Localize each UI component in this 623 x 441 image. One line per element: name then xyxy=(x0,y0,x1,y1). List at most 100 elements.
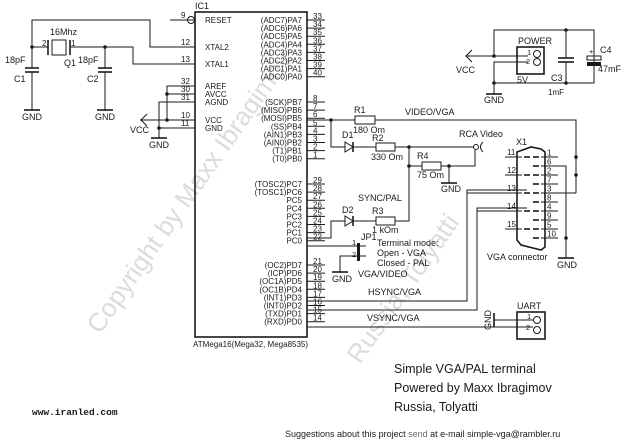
r3-value: 1 kOm xyxy=(372,225,399,235)
crystal-ref: Q1 xyxy=(64,58,76,68)
ic1-pin-name: (MOSI)PB5 xyxy=(261,114,302,123)
net-vga-video: VGA/VIDEO xyxy=(358,269,408,279)
jp1-note-closed: Closed - PAL xyxy=(377,258,429,268)
suggestions-suffix: at e-mail simple-vga@rambler.ru xyxy=(428,429,561,439)
jp1-note-title: Terminal mode: xyxy=(377,238,439,248)
ic1-body xyxy=(194,11,308,338)
resistor-r3 xyxy=(375,216,396,226)
diode-d1 xyxy=(344,141,354,153)
jumper-jp1[interactable]: GND JP1 1 2 Terminal mode: Open - VGA Cl… xyxy=(307,232,439,284)
ic1-pin-number: 25 xyxy=(313,208,322,217)
vga-pin-number: 9 xyxy=(547,212,552,221)
ic1-pin-name: (ADC7)PA7 xyxy=(261,16,303,25)
ic1-pin-name: (ADC4)PA4 xyxy=(261,40,303,49)
ic1-pin-number: 29 xyxy=(313,176,322,185)
ic1-pin-number: 33 xyxy=(313,12,322,21)
net-vsync: VSYNC/VGA xyxy=(367,313,420,323)
ic1-pin-name: (ADC0)PA0 xyxy=(261,73,303,82)
ic1-pin-name: AGND xyxy=(205,98,228,107)
vcc-label: VCC xyxy=(130,125,150,135)
net-sync-pal: SYNC/PAL xyxy=(358,193,402,203)
ic1-pin-name: PC1 xyxy=(286,229,302,238)
ic1-pin-name: (TXD)PD1 xyxy=(265,310,302,319)
video-network: R1 180 Om VIDEO/VGA D1 R2 330 Om RCA Vid… xyxy=(307,105,577,239)
x1-ref: X1 xyxy=(516,137,527,147)
ic1-pin-name: (SS)PB4 xyxy=(271,122,303,131)
ic1-pin-name: (T1)PB1 xyxy=(272,147,302,156)
gnd-label: GND xyxy=(332,274,353,284)
ic1-pin-number: 19 xyxy=(313,273,322,282)
ic1-pin-name: (INT0)PD2 xyxy=(264,302,303,311)
ic1-pin-name: (ADC1)PA1 xyxy=(261,65,303,74)
ic1-pin-number: 17 xyxy=(313,289,322,298)
capacitor-c2: 18pF C2 GND xyxy=(78,47,116,122)
r4-ref: R4 xyxy=(417,151,429,161)
jp1-pin2: 2 xyxy=(352,250,356,259)
vga-pin-number: 3 xyxy=(547,185,552,194)
ic1-pin-name: AVCC xyxy=(205,90,227,99)
rca-label: RCA Video xyxy=(459,129,503,139)
jp1-note-open: Open - VGA xyxy=(377,248,426,258)
ic1-pin-name: (ICP)PD6 xyxy=(268,269,303,278)
power-pin2: 2 xyxy=(526,57,530,66)
ic1-pin-number: 14 xyxy=(313,314,322,323)
vga-pin-number: 15 xyxy=(507,220,516,229)
ic1-pin-number: 3 xyxy=(313,135,318,144)
gnd-label: GND xyxy=(95,112,116,122)
ic1-ref: IC1 xyxy=(195,1,209,11)
ic1-pin-name: (AIN0)PB2 xyxy=(264,139,303,148)
send-link[interactable]: send xyxy=(408,429,428,439)
ic1-pin-number: 40 xyxy=(313,69,322,78)
ic1-pin-name: (ADC3)PA3 xyxy=(261,48,303,57)
ic1-pin-number: 31 xyxy=(181,93,190,102)
reset-bubble xyxy=(187,16,195,24)
vga-pin-number: 14 xyxy=(507,202,516,211)
power-voltage: 5V xyxy=(517,75,528,85)
c1-ref: C1 xyxy=(14,74,26,84)
power-connector[interactable] xyxy=(516,46,545,75)
ic1-pin-number: 6 xyxy=(313,110,318,119)
vga-pin-number: 10 xyxy=(547,230,556,239)
c1-value: 18pF xyxy=(5,55,26,65)
d2-ref: D2 xyxy=(342,205,354,215)
ic1-pin-name: (OC2)PD7 xyxy=(265,261,303,270)
r1-ref: R1 xyxy=(354,105,366,115)
ic1-pin-number: 4 xyxy=(313,126,318,135)
suggestions-text: Suggestions about this project send at e… xyxy=(285,429,560,439)
jp1-ref: JP1 xyxy=(361,232,377,242)
ic1-pin-name: PC3 xyxy=(286,212,302,221)
ic1-pin-name: XTAL1 xyxy=(205,60,229,69)
r4-value: 75 Om xyxy=(417,170,444,180)
ic1-pin-name: XTAL2 xyxy=(205,43,229,52)
ic1-pin-number: 18 xyxy=(313,281,322,290)
suggestions-prefix: Suggestions about this project xyxy=(285,429,408,439)
sync-lines: HSYNC/VGA VSYNC/VGA xyxy=(307,189,527,328)
ic1-pin-number: 9 xyxy=(181,11,186,20)
uart-connector[interactable]: UART 1 2 GND xyxy=(483,301,546,340)
resistor-r2 xyxy=(375,142,396,152)
gnd-label: GND xyxy=(483,310,493,331)
ic1-pin-name: (TOSC1)PC6 xyxy=(255,188,303,197)
gnd-label: GND xyxy=(557,260,578,270)
ic1-pin-number: 37 xyxy=(313,44,322,53)
ic1-pin-name: (MISO)PB6 xyxy=(261,106,302,115)
ic1-pin-number: 32 xyxy=(181,77,190,86)
ic1-pin-number: 21 xyxy=(313,257,322,266)
vga-pin-number: 11 xyxy=(507,148,516,157)
vga-pin-number: 4 xyxy=(547,203,552,212)
crystal-pin1: 1 xyxy=(71,39,76,48)
vga-pin-number: 1 xyxy=(547,149,552,158)
ic1-pin-number: 35 xyxy=(313,28,322,37)
rca-jack[interactable] xyxy=(473,144,479,150)
ic1-pin-name: PC4 xyxy=(286,204,302,213)
ic1-pin-number: 16 xyxy=(313,298,322,307)
ic1-pin-number: 20 xyxy=(313,265,322,274)
vcc-label: VCC xyxy=(456,65,476,75)
ic1-pin-name: PC0 xyxy=(286,237,302,246)
ic1-pin-number: 1 xyxy=(313,151,318,160)
project-author: Powered by Maxx Ibragimov xyxy=(394,381,552,395)
ic1-pin-name: (ADC6)PA6 xyxy=(261,24,303,33)
website-link[interactable]: www.iranled.com xyxy=(32,407,118,418)
